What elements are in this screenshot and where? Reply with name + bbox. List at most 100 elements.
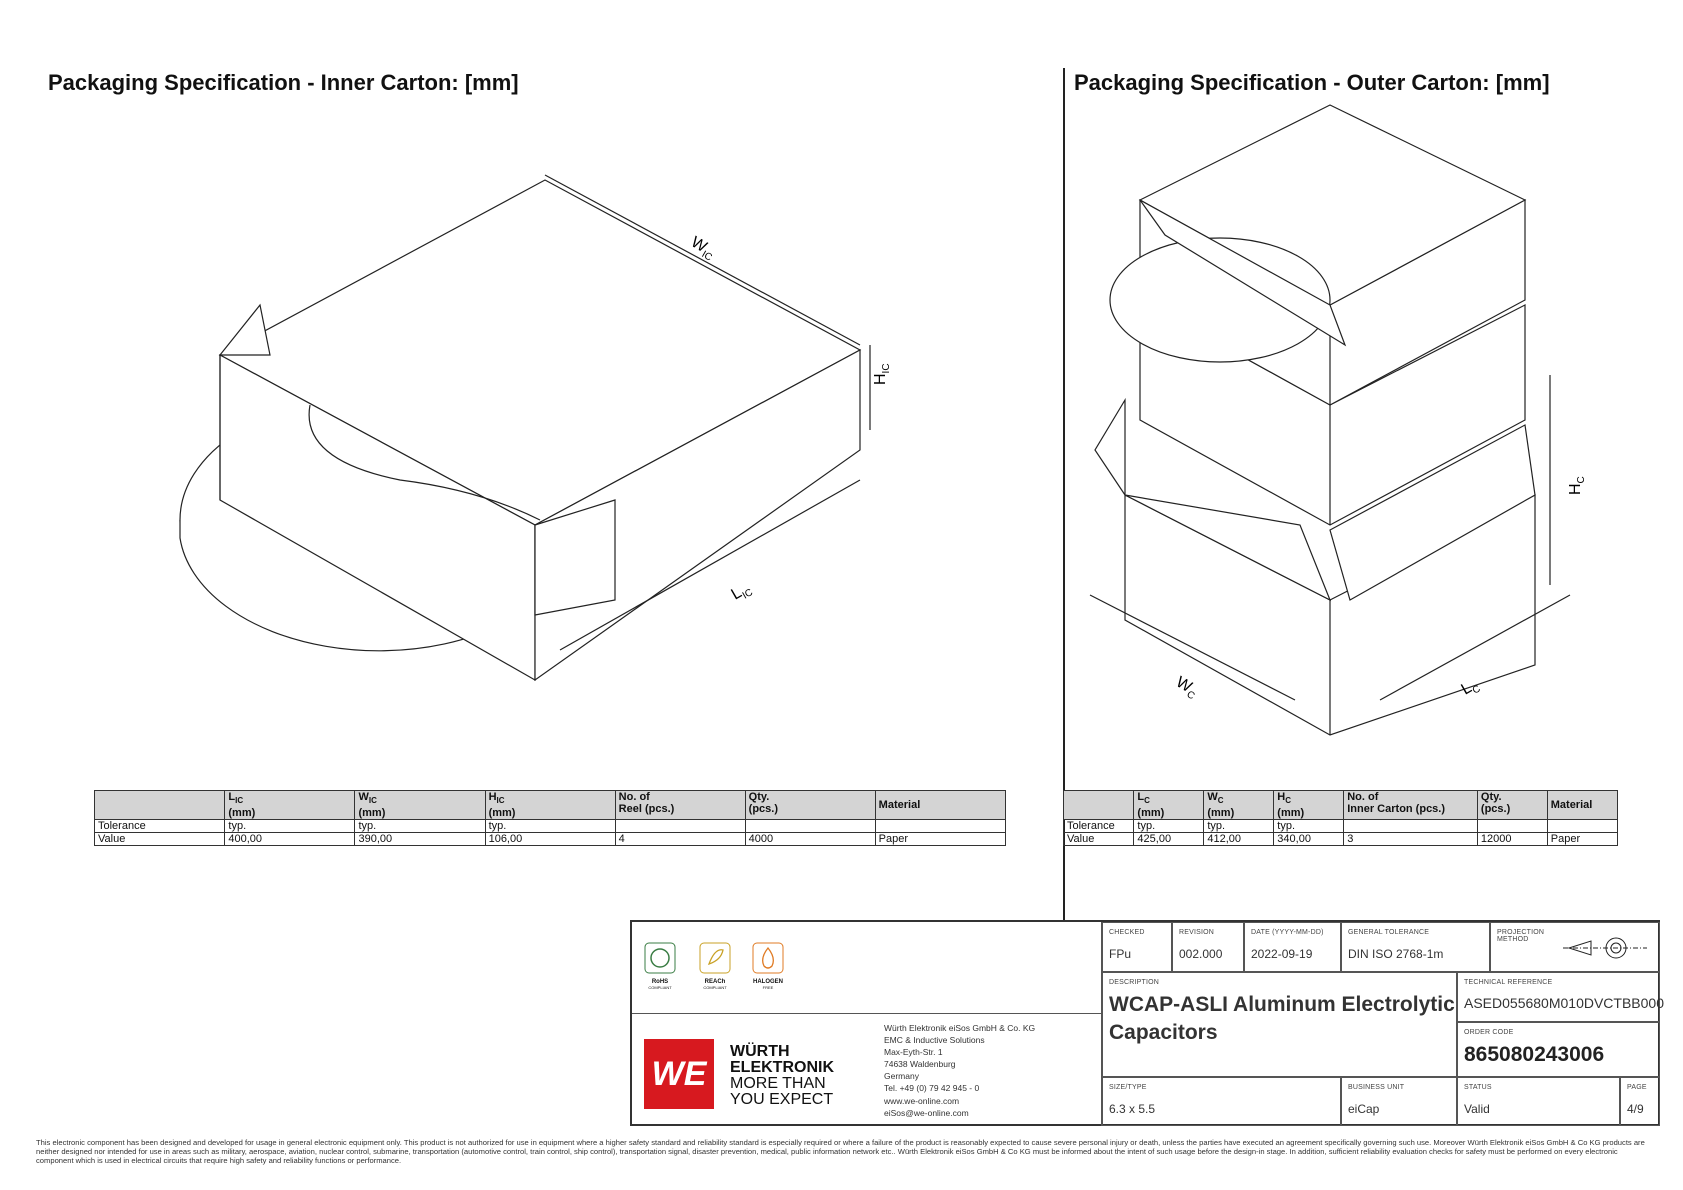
ordercode-label: ORDER CODE — [1464, 1029, 1514, 1036]
table-cell — [614, 819, 746, 834]
table-cell: 4000 — [744, 832, 876, 847]
logo-line: YOU EXPECT — [730, 1091, 834, 1108]
page-cell: PAGE 4/9 — [1620, 1077, 1660, 1126]
inner-w-label: WIC — [687, 234, 719, 264]
status-cell: STATUS Valid — [1457, 1077, 1620, 1126]
address-line: Würth Elektronik eiSos GmbH & Co. KG — [884, 1023, 1036, 1033]
table-header: WIC(mm) — [354, 789, 486, 821]
table-header: Qty.(pcs.) — [1476, 789, 1548, 821]
table-cell: 106,00 — [484, 832, 616, 847]
table-cell — [874, 819, 1007, 834]
description-label: DESCRIPTION — [1109, 979, 1160, 986]
address-line: Max-Eyth-Str. 1 — [884, 1047, 943, 1058]
table-cell: typ. — [1203, 819, 1275, 834]
size-label: SIZE/TYPE — [1109, 1084, 1147, 1091]
table-header: LIC(mm) — [224, 789, 356, 821]
table-header: Material — [874, 789, 1007, 821]
rohs-label: RoHS — [651, 979, 669, 985]
techref-label: TECHNICAL REFERENCE — [1464, 979, 1553, 986]
company-address: Würth Elektronik eiSos GmbH & Co. KG EMC… — [884, 1022, 1035, 1119]
logo-line: ELEKTRONIK — [730, 1059, 834, 1076]
table-cell — [744, 819, 876, 834]
page-divider — [1063, 68, 1065, 920]
halogen-free-icon — [752, 942, 784, 974]
size-cell: SIZE/TYPE 6.3 x 5.5 — [1102, 1077, 1341, 1126]
outer-carton-drawing: HC WC LC — [1089, 104, 1587, 736]
table-header: Material — [1546, 789, 1619, 821]
description-text: WCAP-ASLI Aluminum Electrolytic Capacito… — [1109, 991, 1455, 1047]
tolerance-cell: GENERAL TOLERANCE DIN ISO 2768-1m — [1341, 922, 1490, 972]
description-line: Capacitors — [1109, 1021, 1218, 1044]
table-row: Value 400,00 390,00 106,00 4 4000 Paper — [93, 832, 1007, 847]
checked-cell: CHECKED FPu — [1102, 922, 1172, 972]
table-cell: typ. — [1133, 819, 1205, 834]
halogen-label: HALOGEN — [753, 979, 783, 985]
row-label: Value — [1062, 832, 1135, 847]
table-header: HIC(mm) — [484, 789, 616, 821]
table-row: Value 425,00 412,00 340,00 3 12000 Paper — [1062, 832, 1619, 847]
rohs-icon — [644, 942, 676, 974]
description-cell: DESCRIPTION WCAP-ASLI Aluminum Electroly… — [1102, 972, 1457, 1077]
description-line: WCAP-ASLI Aluminum Electrolytic — [1109, 993, 1455, 1016]
table-cell: 340,00 — [1273, 832, 1345, 847]
row-label: Tolerance — [1062, 819, 1135, 834]
reach-icon — [699, 942, 731, 974]
address-line: eiSos@we-online.com — [884, 1107, 969, 1118]
table-header-blank — [1062, 789, 1135, 821]
tolerance-value: DIN ISO 2768-1m — [1348, 947, 1444, 961]
table-cell: 4 — [614, 832, 746, 847]
legal-disclaimer: This electronic component has been desig… — [36, 1138, 1645, 1165]
compliance-badges: RoHS COMPLIANT REACh COMPLIANT HALOGEN F… — [632, 922, 1102, 1014]
size-value: 6.3 x 5.5 — [1109, 1102, 1156, 1116]
techref-cell: TECHNICAL REFERENCE ASED055680M010DVCTBB… — [1457, 972, 1664, 1022]
table-cell: 390,00 — [354, 832, 486, 847]
row-label: Value — [93, 832, 226, 847]
outer-h-label: HC — [1567, 476, 1587, 495]
checked-label: CHECKED — [1109, 929, 1145, 936]
row-label: Tolerance — [93, 819, 226, 834]
reach-sublabel: COMPLIANT — [703, 985, 727, 990]
tolerance-label: GENERAL TOLERANCE — [1348, 929, 1430, 936]
table-cell: 400,00 — [224, 832, 356, 847]
table-cell — [1476, 819, 1548, 834]
table-cell: typ. — [484, 819, 616, 834]
address-line: Germany — [884, 1071, 919, 1082]
business-unit-label: BUSINESS UNIT — [1348, 1084, 1405, 1091]
we-logo: WE — [644, 1039, 714, 1109]
reach-badge: REACh COMPLIANT — [694, 942, 736, 990]
reach-label: REACh — [704, 979, 726, 985]
table-cell: typ. — [354, 819, 486, 834]
page-label: PAGE — [1627, 1084, 1647, 1091]
halogen-sublabel: FREE — [762, 985, 774, 990]
table-cell: Paper — [1546, 832, 1619, 847]
table-cell: 12000 — [1476, 832, 1548, 847]
table-cell: 412,00 — [1203, 832, 1275, 847]
revision-value: 002.000 — [1179, 947, 1223, 961]
business-unit-value: eiCap — [1348, 1102, 1380, 1116]
rohs-sublabel: COMPLIANT — [648, 985, 672, 990]
date-cell: DATE (YYYY-MM-DD) 2022-09-19 — [1244, 922, 1341, 972]
checked-value: FPu — [1109, 947, 1132, 961]
table-header: HC(mm) — [1273, 789, 1345, 821]
rohs-badge: RoHS COMPLIANT — [642, 942, 678, 990]
table-cell: 425,00 — [1133, 832, 1205, 847]
table-header: WC(mm) — [1203, 789, 1275, 821]
techref-value: ASED055680M010DVCTBB000 — [1464, 995, 1665, 1011]
projection-cell: PROJECTION METHOD — [1490, 922, 1660, 972]
table-cell: Paper — [874, 832, 1007, 847]
table-cell: typ. — [1273, 819, 1345, 834]
table-cell — [1343, 819, 1478, 834]
outer-w-label: WC — [1172, 674, 1201, 702]
address-line: www.we-online.com — [884, 1095, 960, 1106]
inner-carton-title: Packaging Specification - Inner Carton: … — [48, 70, 519, 95]
date-value: 2022-09-19 — [1251, 947, 1313, 961]
date-label: DATE (YYYY-MM-DD) — [1251, 929, 1324, 936]
projection-label: PROJECTION METHOD — [1497, 929, 1545, 943]
ordercode-value: 865080243006 — [1464, 1043, 1605, 1066]
table-cell: 3 — [1343, 832, 1478, 847]
